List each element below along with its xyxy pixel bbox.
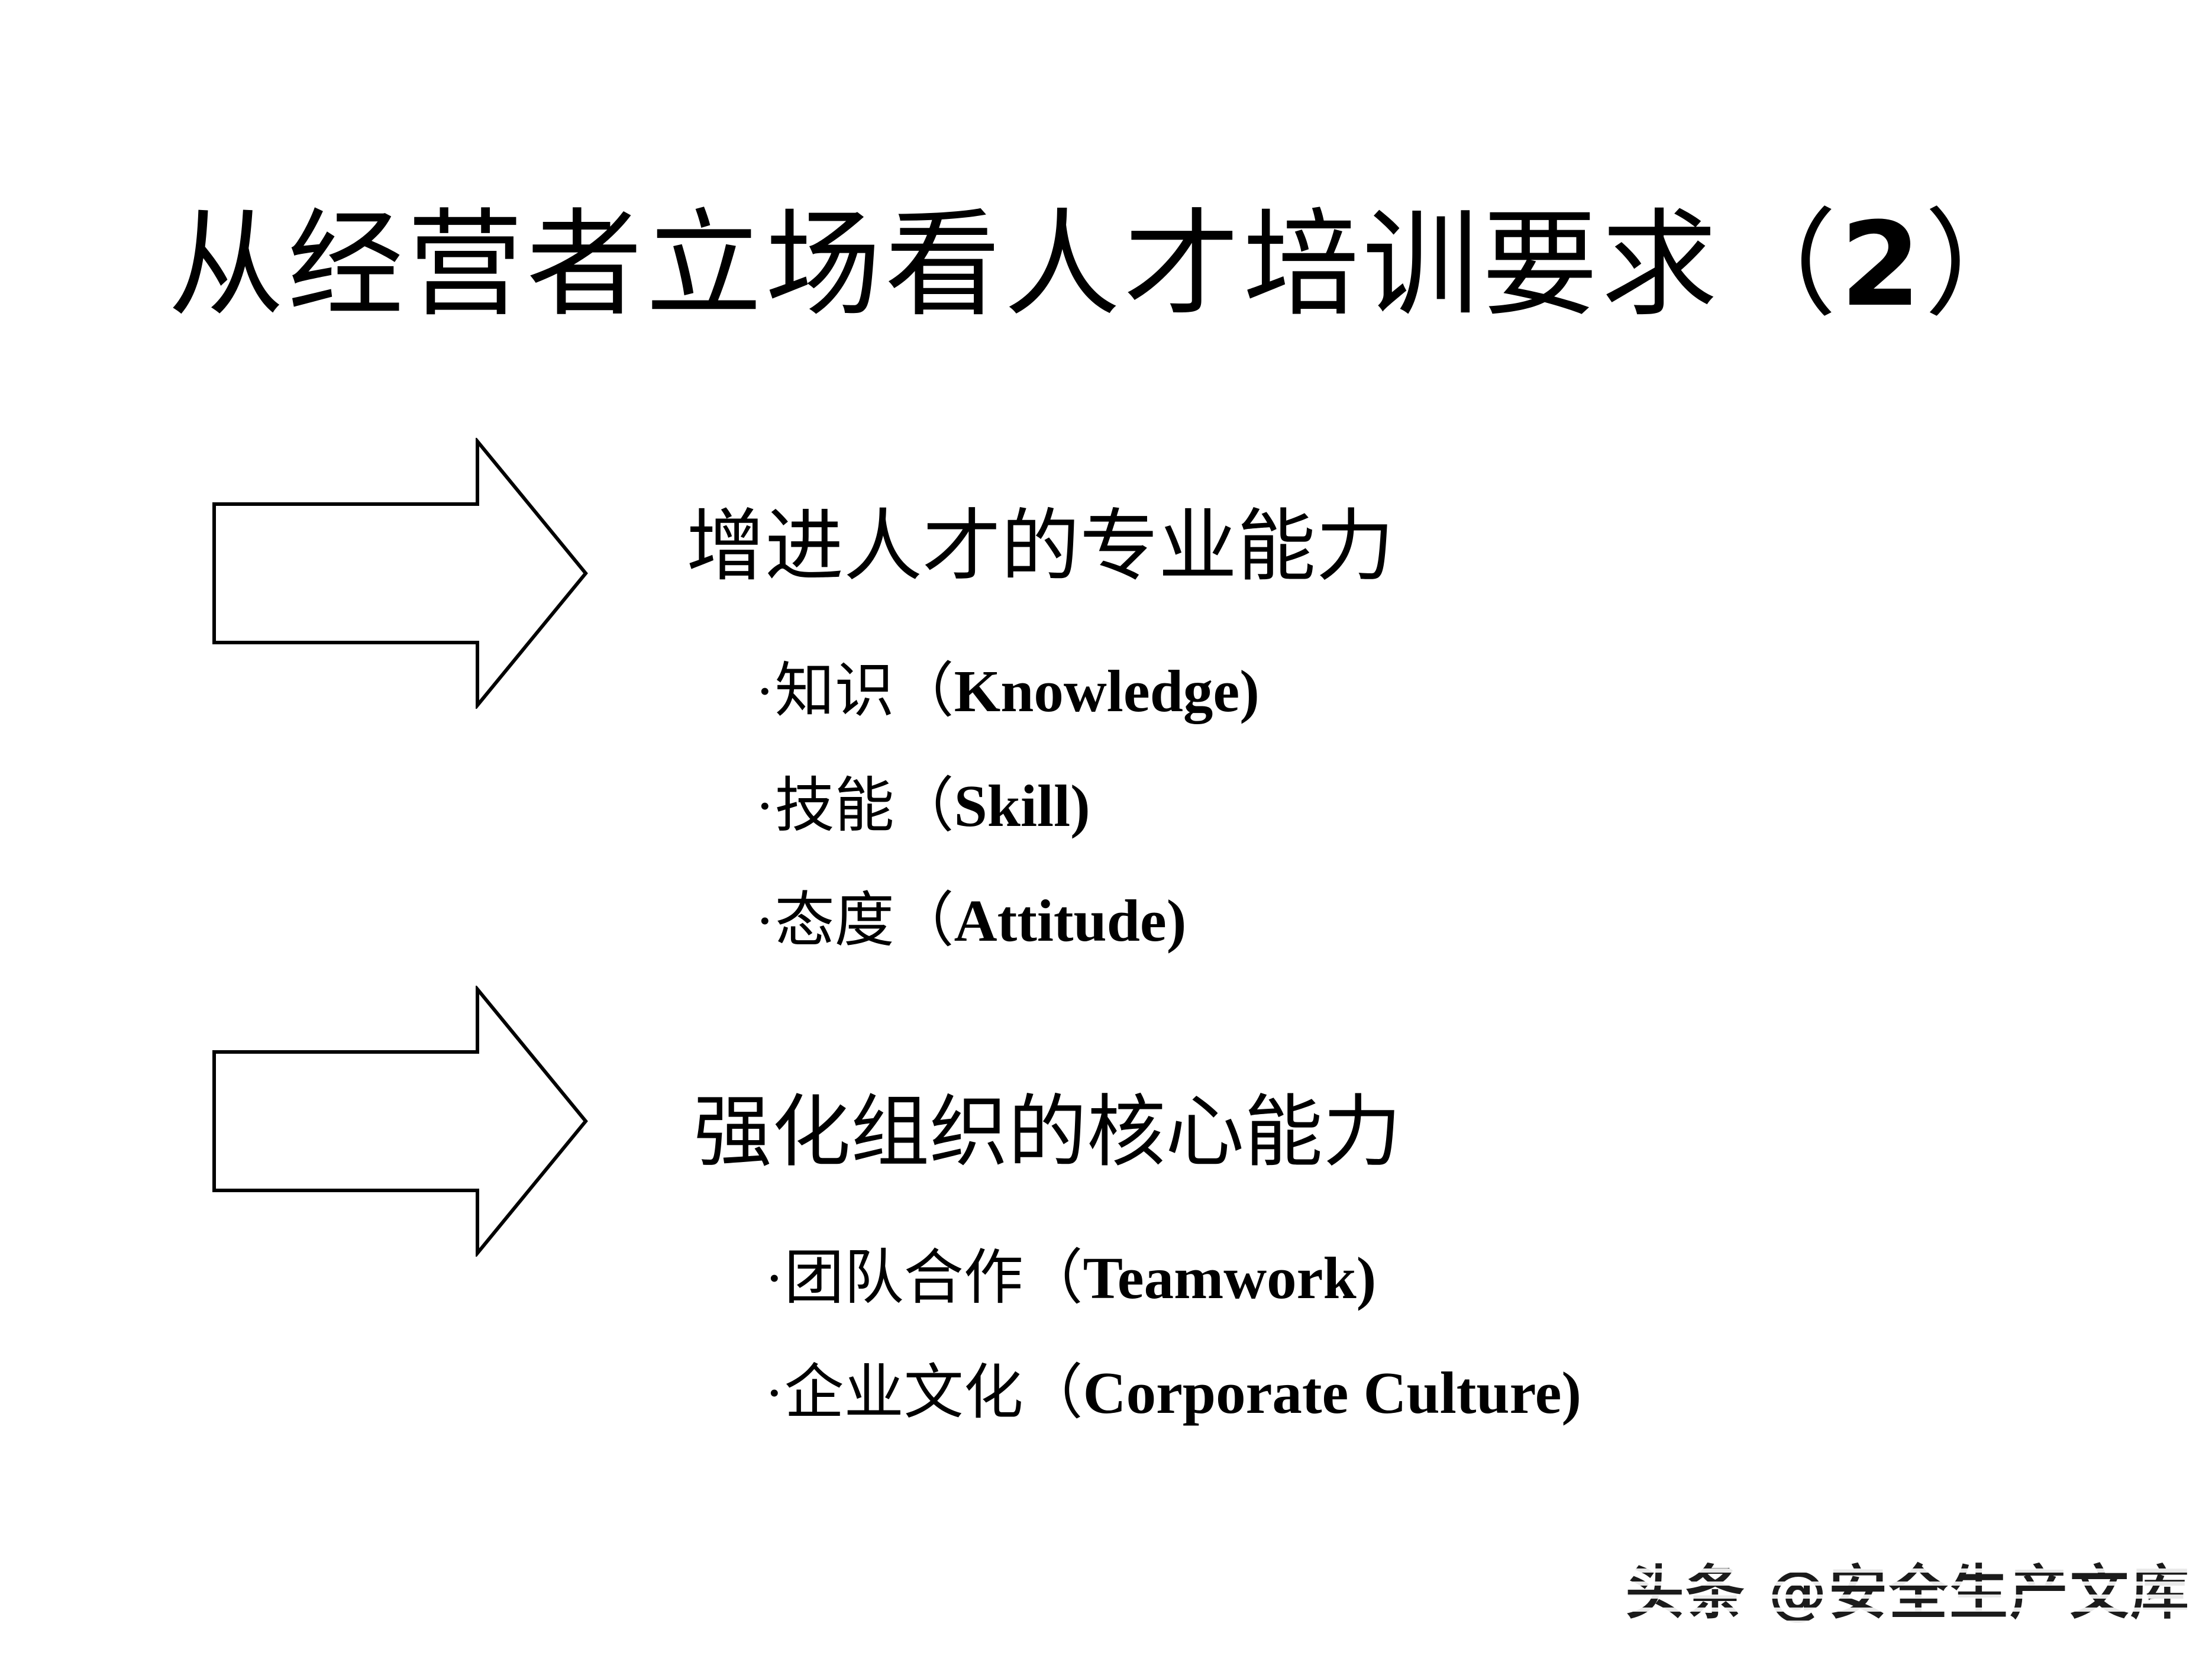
bullet-knowledge-en: Knowledge) (954, 658, 1260, 724)
right-arrow-icon (212, 986, 590, 1257)
bullet-attitude-en: Attitude) (954, 887, 1187, 954)
right-arrow-icon (212, 438, 590, 709)
bullet-teamwork: ·团队合作（Teamwork) (764, 1248, 1376, 1308)
bullet-skill: ·技能（Skill) (755, 776, 1090, 836)
page-title-number: 2 (1840, 198, 1924, 333)
page-title-main: 从经营者立场看人才培训要求 (168, 202, 1721, 330)
bullet-teamwork-en: Teamwork) (1083, 1245, 1377, 1311)
bullet-knowledge: ·知识（Knowledge) (755, 661, 1260, 721)
right-arrow-icon-svg (212, 438, 588, 709)
page-title-paren-open: （ (1720, 202, 1840, 330)
bullet-teamwork-cn: ·团队合作（ (764, 1245, 1083, 1311)
right-arrow-icon-svg (212, 986, 588, 1257)
page-title-paren-close: ） (1924, 202, 2044, 330)
bullet-attitude-cn: ·态度（ (755, 887, 954, 954)
bullet-skill-cn: ·技能（ (755, 773, 954, 839)
bullet-knowledge-cn: ·知识（ (755, 658, 954, 724)
bullet-corporate-culture: ·企业文化（Corporate Culture) (764, 1363, 1581, 1423)
section-heading-core-ability: 强化组织的核心能力 (693, 1089, 1402, 1176)
bullet-corporate-culture-cn: ·企业文化（ (764, 1360, 1083, 1426)
bullet-attitude: ·态度（Attitude) (755, 891, 1186, 951)
section-heading-professional-ability: 增进人才的专业能力 (686, 503, 1394, 590)
bullet-skill-en: Skill) (954, 773, 1090, 839)
page-title: 从经营者立场看人才培训要求（2） (0, 193, 2212, 338)
toutiao-watermark: 头条 @安全生产文库 (1625, 1559, 2191, 1627)
bullet-corporate-culture-en: Corporate Culture) (1083, 1360, 1582, 1426)
